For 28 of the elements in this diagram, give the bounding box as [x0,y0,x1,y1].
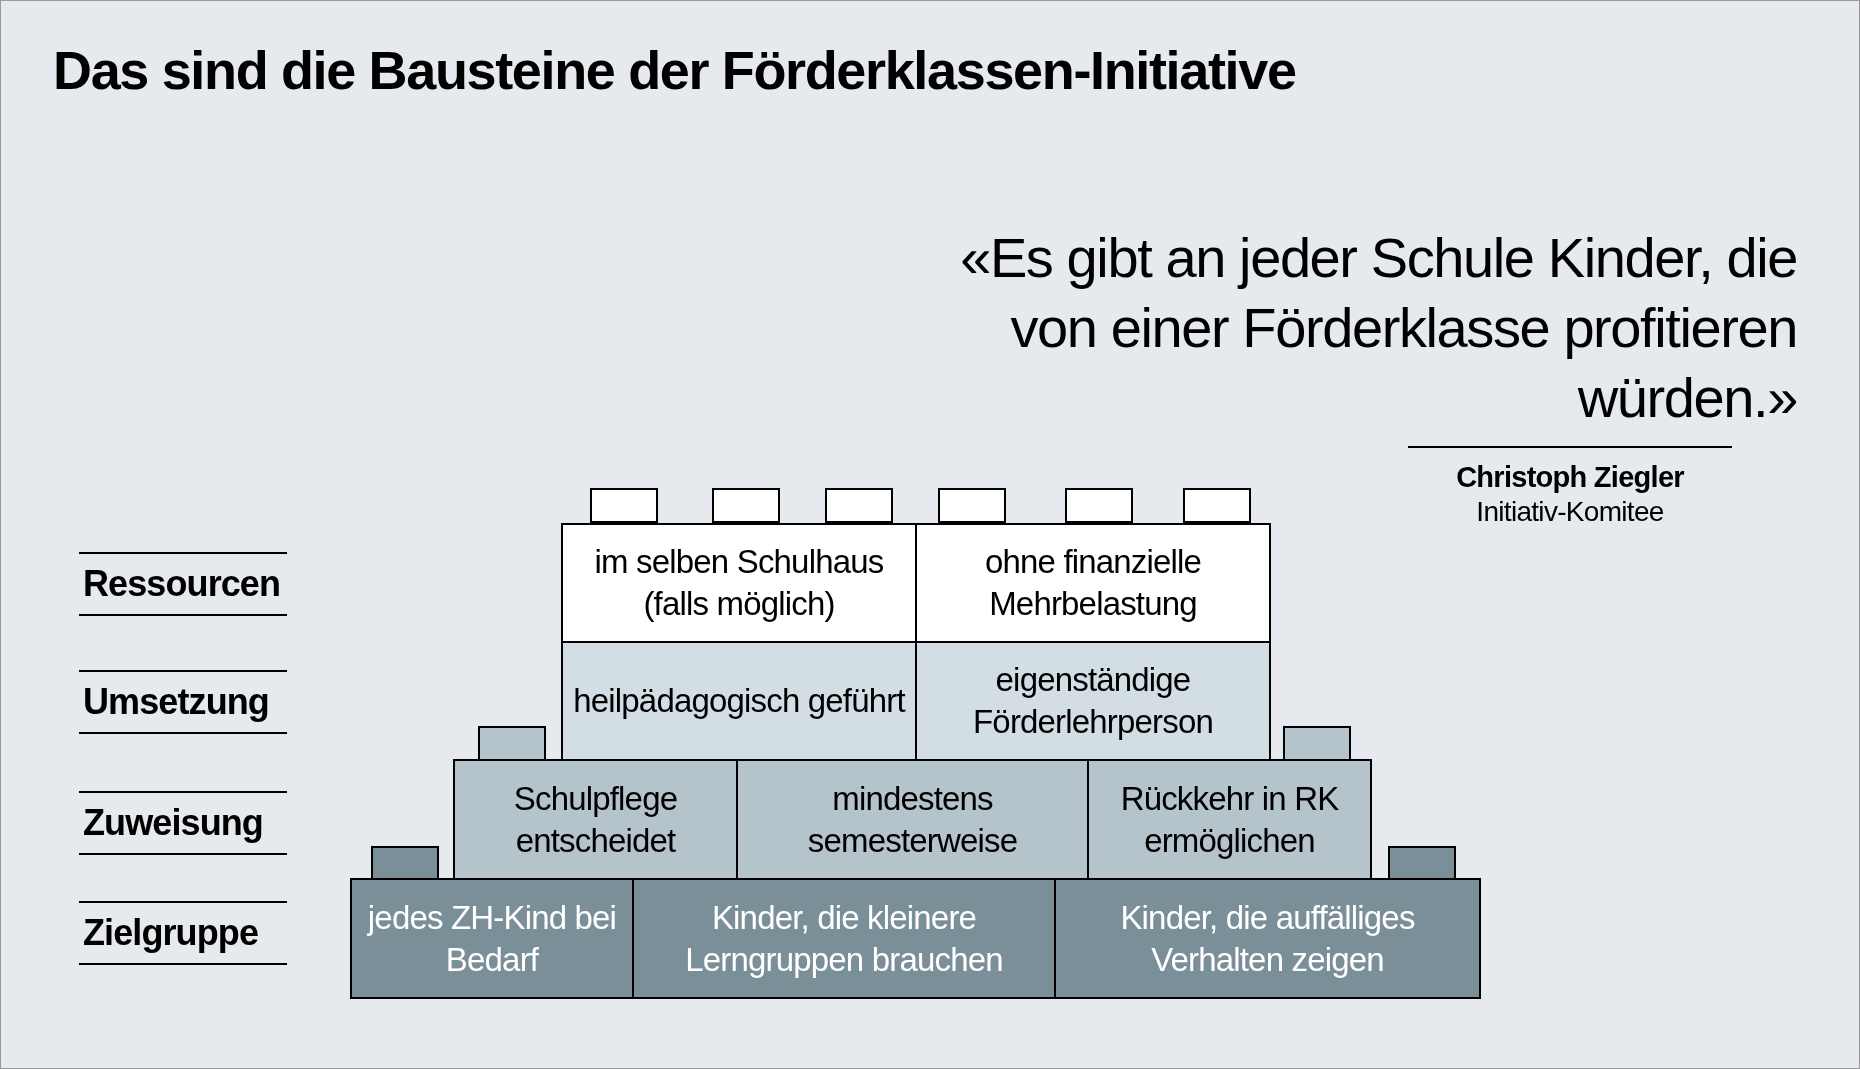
row-label: Umsetzung [79,670,287,734]
brick-text: Rückkehr in RK ermöglichen [1119,778,1340,861]
brick-text: eigenständige Förderlehrperson [972,660,1214,742]
brick [632,878,1056,999]
author-affiliation: Initiativ-Komitee [1475,495,1665,529]
brick [350,878,634,999]
brick-text: im selben Schulhaus (falls möglich) [593,542,885,624]
brick [453,759,738,880]
brick [1087,759,1372,880]
brick-text: ohne finanzielle Mehrbelastung [983,542,1203,624]
brick [561,641,917,761]
brick [736,759,1089,880]
row-label: Ressourcen [79,552,287,616]
row-label: Zielgruppe [79,901,287,965]
brick [1054,878,1481,999]
brick [915,641,1271,761]
quote: «Es gibt an jeder Schule Kinder, die von einer Förderklasse profitieren würden.» [959,225,1797,431]
brick-text: Kinder, die kleinere Lerngruppen brauchen [684,897,1004,980]
quote-author: Christoph Ziegler [1455,460,1685,495]
brick-text: mindestens semesterweise [806,778,1019,861]
brick-text: Schulpflege entscheidet [512,778,679,861]
brick-text: heilpädagogisch geführt [573,681,905,721]
row-label: Zuweisung [79,791,287,855]
brick-text: Kinder, die auffälliges Verhalten zeigen [1119,897,1416,980]
title: Das sind die Bausteine der Förderklassen-Initiative [53,43,1296,97]
brick-text: jedes ZH-Kind bei Bedarf [366,897,618,980]
brick [915,523,1271,643]
brick [561,523,917,643]
